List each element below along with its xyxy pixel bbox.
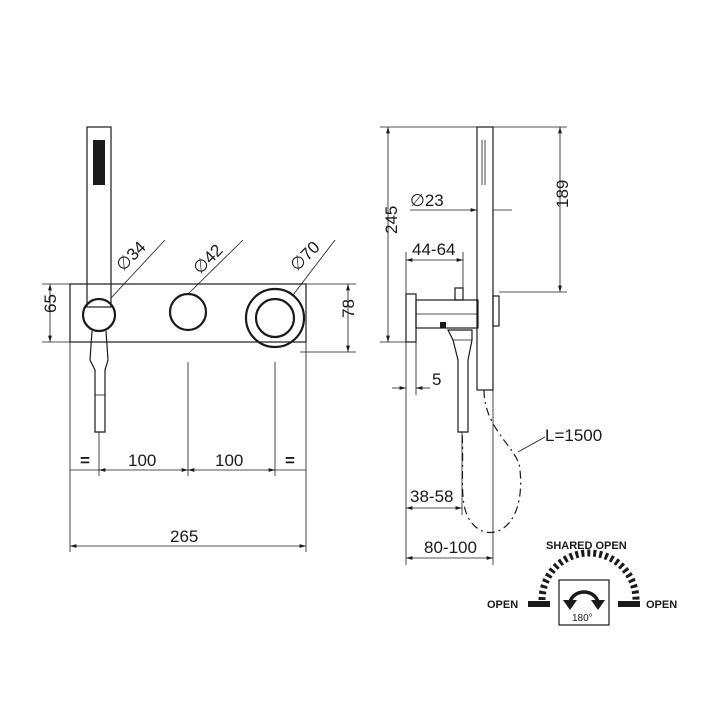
label-open-left: OPEN bbox=[487, 599, 518, 611]
handshower-holder-circle bbox=[81, 297, 117, 333]
side-view: 245 189 ∅23 44-64 5 L=1500 38-58 bbox=[380, 126, 602, 565]
selector-arc bbox=[538, 549, 640, 601]
hose bbox=[461, 389, 522, 534]
selector-legend: SHARED OPEN OPEN OPEN 180° bbox=[487, 540, 677, 626]
dim-upper-height: 189 bbox=[553, 180, 572, 208]
svg-text:∅23: ∅23 bbox=[410, 191, 444, 210]
plate-side bbox=[405, 293, 417, 343]
dim-spacing-2: 100 bbox=[215, 451, 243, 470]
dial-inner bbox=[254, 297, 296, 339]
dim-plate-height: 65 bbox=[41, 294, 60, 313]
label-rotation: 180° bbox=[572, 613, 593, 624]
dim-total-width: 265 bbox=[170, 527, 198, 546]
label-open-right: OPEN bbox=[646, 599, 677, 611]
handshower-head bbox=[86, 126, 112, 308]
dim-left-equal: = bbox=[80, 451, 90, 470]
handshower-handle bbox=[89, 330, 109, 433]
rotation-box bbox=[558, 579, 610, 626]
dim-spacing-1: 100 bbox=[128, 451, 156, 470]
dim-body-depth: 44-64 bbox=[412, 240, 455, 259]
handshower-nozzles bbox=[93, 140, 105, 185]
open-left-bar bbox=[528, 601, 550, 607]
svg-text:∅34: ∅34 bbox=[112, 238, 149, 275]
dim-plate-thickness: 5 bbox=[432, 370, 441, 389]
dim-right-equal: = bbox=[285, 451, 295, 470]
open-right-bar bbox=[618, 601, 640, 607]
label-shared-open: SHARED OPEN bbox=[546, 540, 627, 552]
wall-plate bbox=[69, 283, 307, 343]
rotation-arrow-icon bbox=[568, 590, 600, 605]
knob-42 bbox=[168, 292, 208, 332]
dim-overall-depth: 80-100 bbox=[424, 538, 477, 557]
dim-hose-length: L=1500 bbox=[545, 426, 602, 445]
dim-total-height: 245 bbox=[382, 206, 401, 234]
dim-handshower-offset: 38-58 bbox=[410, 487, 453, 506]
dial-outer-70 bbox=[244, 287, 306, 349]
lever-side bbox=[447, 329, 473, 433]
dim-dial-height: 78 bbox=[339, 299, 358, 318]
dim-tube-dia: 23 bbox=[425, 191, 444, 210]
front-view: ∅34 ∅42 ∅70 65 78 = 100 100 = bbox=[41, 126, 358, 552]
svg-text:∅70: ∅70 bbox=[286, 238, 323, 275]
svg-text:∅42: ∅42 bbox=[189, 241, 226, 278]
